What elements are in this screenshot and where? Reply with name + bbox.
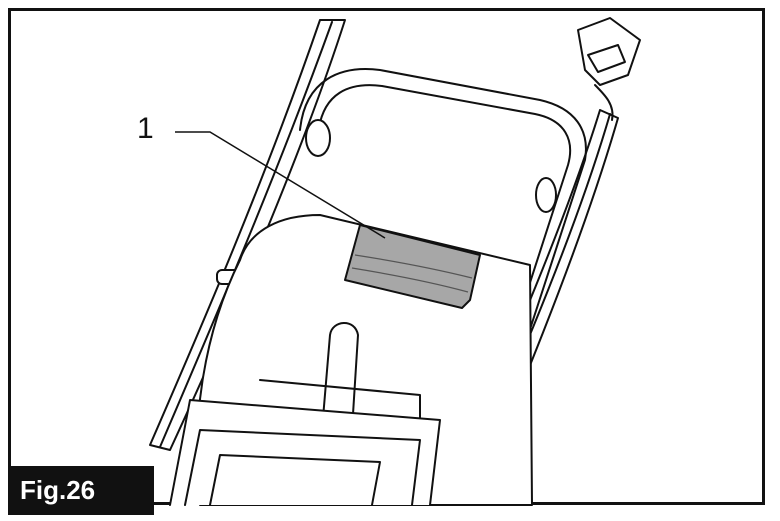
grass-box-handle (321, 322, 359, 431)
right-knob (535, 177, 557, 213)
handle-hoop (299, 68, 587, 361)
grass-box-front (169, 399, 441, 506)
callout-leader-line (175, 131, 386, 239)
cover-sheet (344, 224, 481, 309)
left-knob (305, 119, 331, 157)
figure-label: Fig.26 (8, 466, 154, 515)
handle-switch (577, 17, 641, 86)
callout-number-1: 1 (137, 112, 154, 145)
